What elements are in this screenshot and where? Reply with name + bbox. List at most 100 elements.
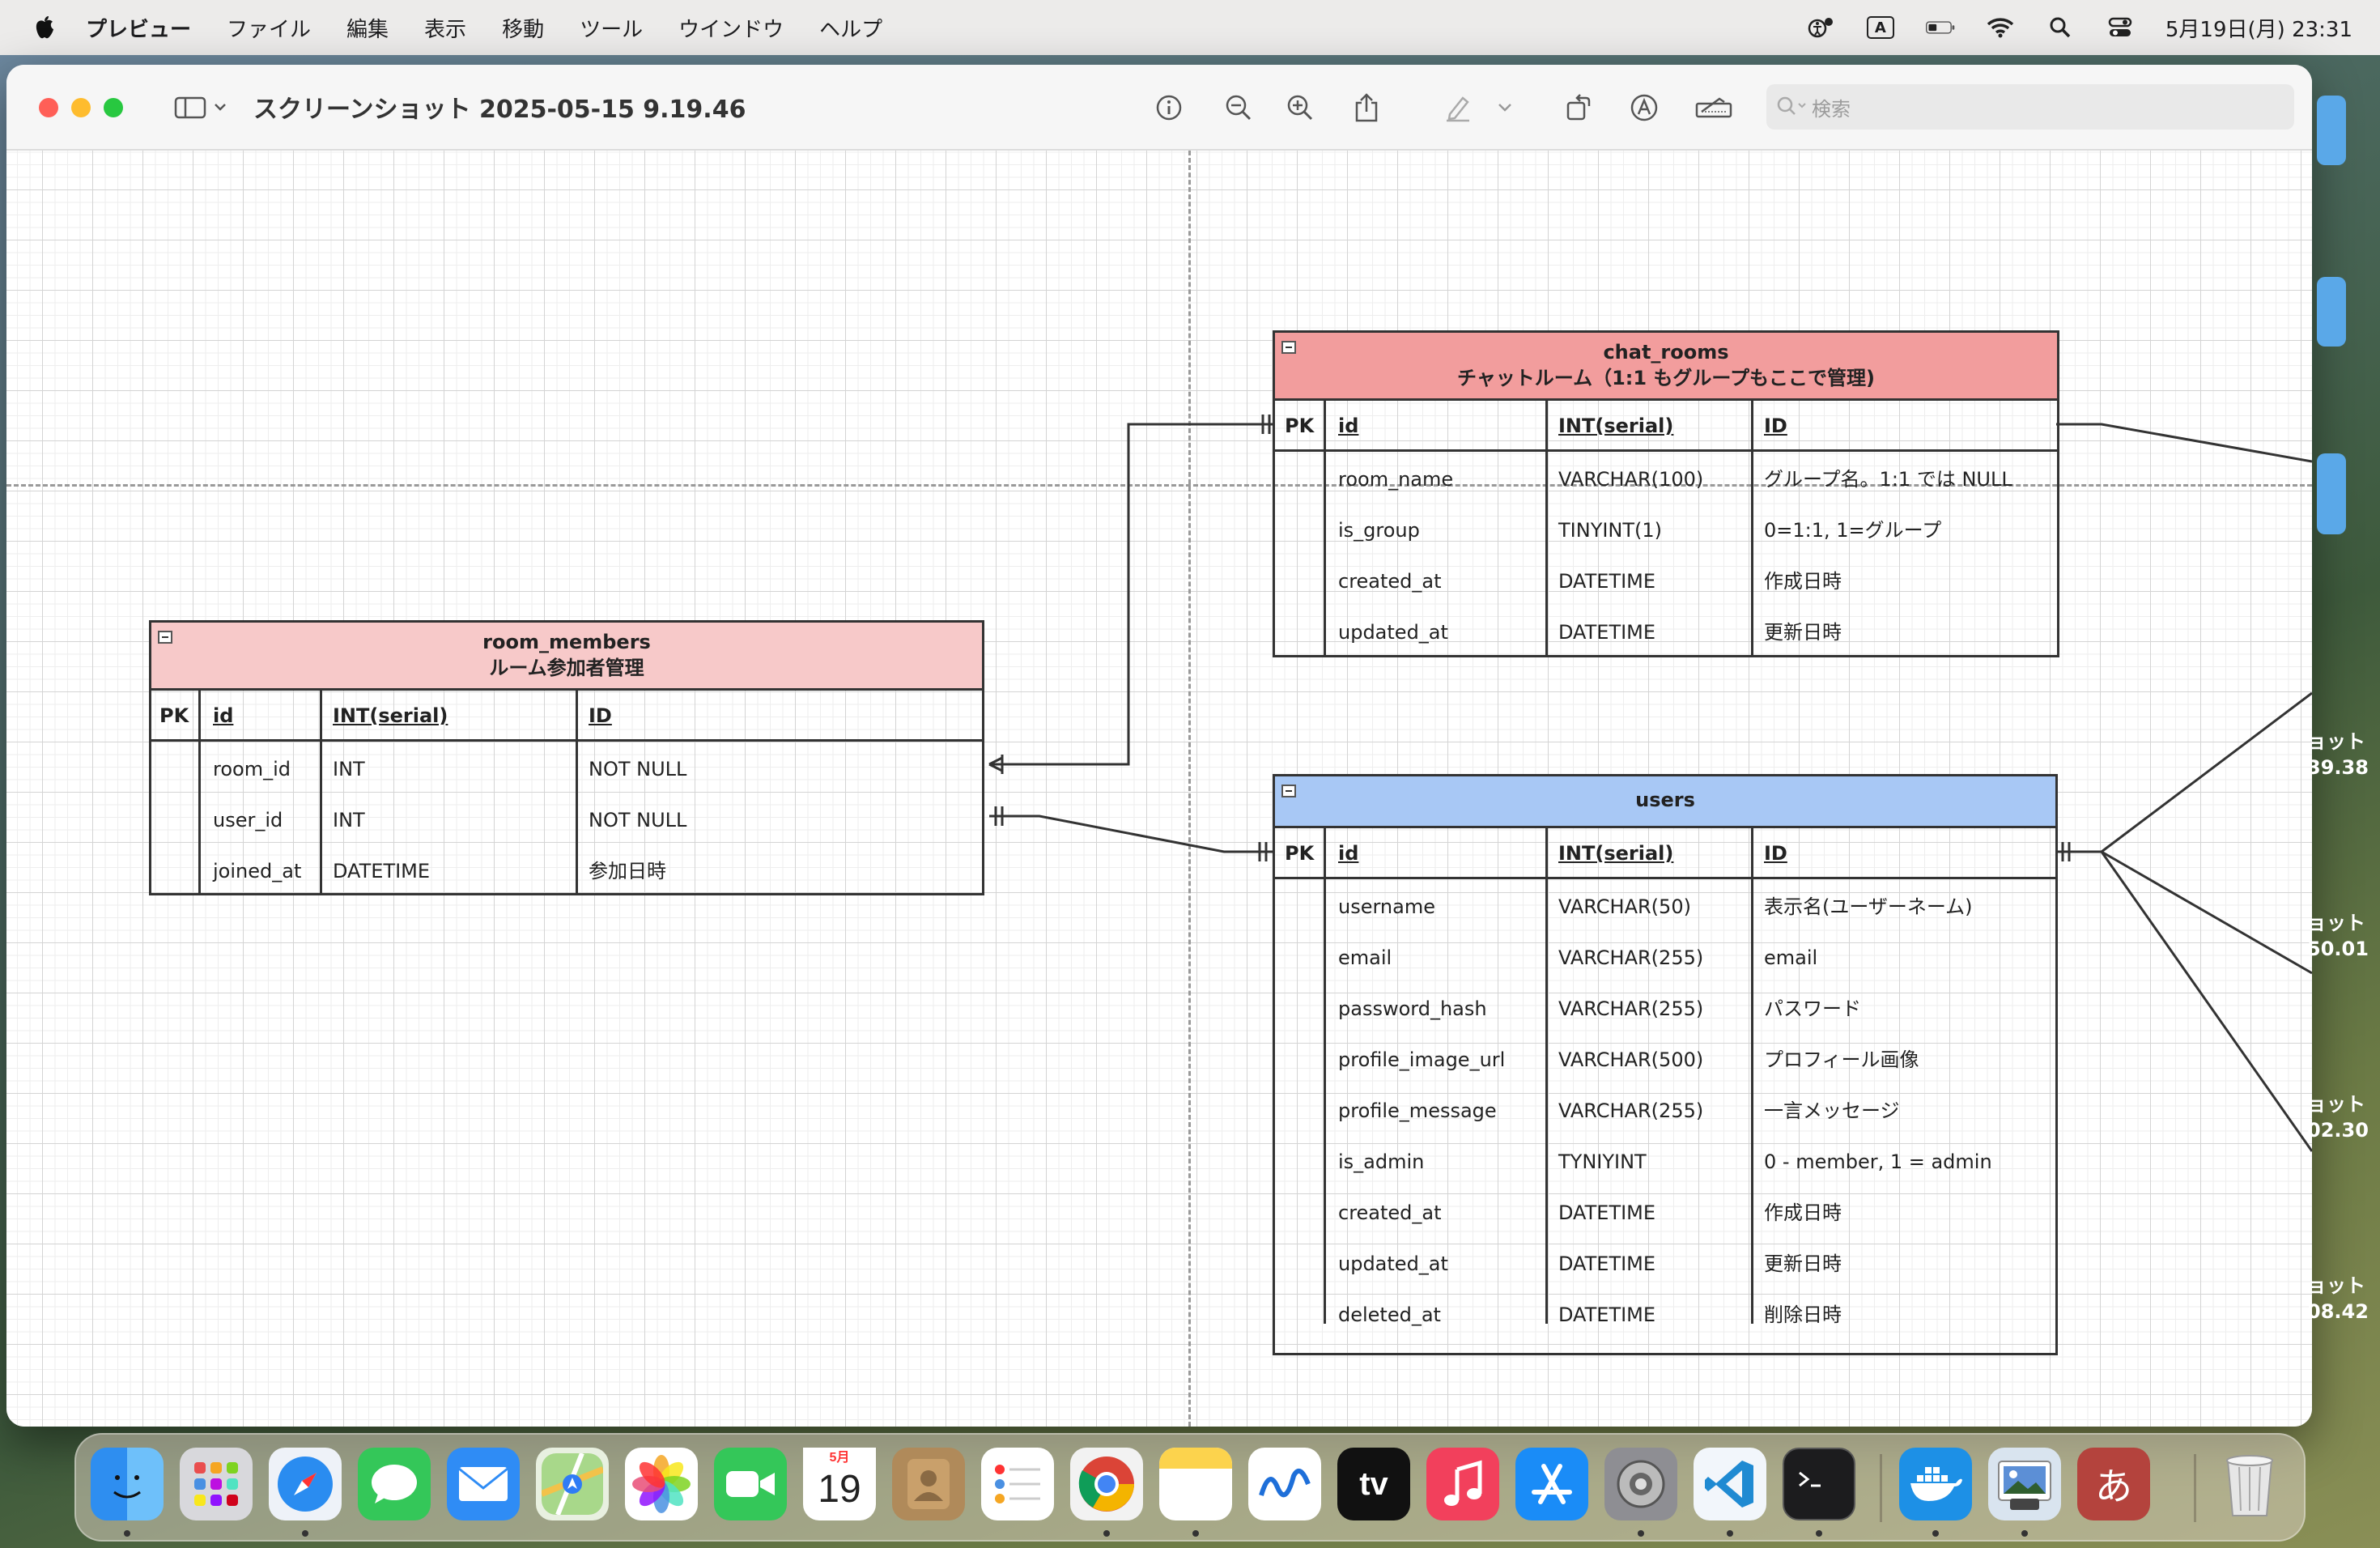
accessibility-icon[interactable]: [1806, 15, 1835, 40]
search-input[interactable]: 検索: [1766, 84, 2294, 130]
table-users[interactable]: users PK id INT(serial) ID username VARC…: [1273, 774, 2058, 1355]
control-center-icon[interactable]: [2106, 15, 2135, 40]
minimize-window-button[interactable]: [71, 98, 91, 117]
table-name: room_members: [482, 631, 651, 653]
field-type: VARCHAR(50): [1558, 895, 1691, 918]
menu-view[interactable]: 表示: [424, 17, 467, 42]
calendar-icon[interactable]: 5月 19: [803, 1448, 876, 1520]
docker-icon[interactable]: [1899, 1448, 1972, 1520]
music-icon[interactable]: [1426, 1448, 1499, 1520]
field-type: INT(serial): [333, 704, 448, 727]
input-mode-icon[interactable]: A: [1866, 15, 1895, 40]
field-note: 参加日時: [589, 860, 666, 882]
launchpad-icon[interactable]: [180, 1448, 253, 1520]
column-divider: [1324, 401, 1326, 655]
menu-app-name[interactable]: プレビュー: [86, 17, 192, 42]
field-note: 更新日時: [1764, 1252, 1842, 1275]
running-indicator: [1103, 1530, 1110, 1537]
vscode-icon[interactable]: [1694, 1448, 1766, 1520]
menu-clock[interactable]: 5月19日(月) 23:31: [2165, 17, 2352, 42]
table-row: room_name VARCHAR(100) グループ名。1:1 では NULL: [1275, 454, 2057, 505]
collapse-icon[interactable]: [1281, 341, 1296, 354]
zoom-window-button[interactable]: [104, 98, 123, 117]
photos-icon[interactable]: [625, 1448, 698, 1520]
apple-menu-icon[interactable]: [34, 15, 55, 40]
freeform-icon[interactable]: [1248, 1448, 1321, 1520]
notes-icon[interactable]: [1159, 1448, 1232, 1520]
contacts-icon[interactable]: [892, 1448, 965, 1520]
app-store-icon[interactable]: [1515, 1448, 1588, 1520]
rotate-icon[interactable]: [1558, 87, 1599, 128]
reminders-icon[interactable]: [981, 1448, 1054, 1520]
zoom-out-icon[interactable]: [1218, 87, 1259, 128]
table-chat-rooms[interactable]: chat_rooms チャットルーム（1:1 もグループもここで管理) PK i…: [1273, 330, 2059, 657]
menu-edit[interactable]: 編集: [346, 17, 389, 42]
facetime-icon[interactable]: [714, 1448, 787, 1520]
field-type: TINYINT(1): [1558, 519, 1663, 542]
preview-icon[interactable]: [1988, 1448, 2061, 1520]
table-row: room_id INT NOT NULL: [151, 744, 982, 795]
field-name: room_id: [213, 758, 291, 780]
info-icon[interactable]: [1149, 87, 1189, 128]
dock: 5月 19 tv あ: [74, 1433, 2306, 1542]
running-indicator: [302, 1530, 308, 1537]
desktop-file-thumbnail[interactable]: [2317, 96, 2346, 165]
menu-window[interactable]: ウインドウ: [678, 17, 784, 42]
highlight-pen-icon[interactable]: [1438, 87, 1478, 128]
collapse-icon[interactable]: [1281, 785, 1296, 797]
table-room-members[interactable]: room_members ルーム参加者管理 PK id INT(serial) …: [149, 620, 984, 895]
table-row: profile_image_url VARCHAR(500) プロフィール画像: [1275, 1035, 2055, 1086]
running-indicator: [124, 1530, 130, 1537]
table-row: email VARCHAR(255) email: [1275, 933, 2055, 984]
field-name: joined_at: [213, 860, 302, 882]
menu-go[interactable]: 移動: [502, 17, 545, 42]
relation-line-chatroom-right: [2056, 423, 2312, 463]
terminal-icon[interactable]: [1783, 1448, 1855, 1520]
battery-icon[interactable]: [1925, 15, 1955, 40]
messages-icon[interactable]: [358, 1448, 431, 1520]
relation-line-users-2: [2101, 850, 2312, 975]
field-type: VARCHAR(255): [1558, 1099, 1704, 1122]
mail-icon[interactable]: [447, 1448, 520, 1520]
close-window-button[interactable]: [39, 98, 58, 117]
spotlight-search-icon[interactable]: [2046, 15, 2075, 40]
apple-tv-icon[interactable]: tv: [1337, 1448, 1410, 1520]
menu-tools[interactable]: ツール: [580, 17, 644, 42]
chevron-down-icon[interactable]: [1493, 87, 1517, 128]
share-icon[interactable]: [1346, 87, 1387, 128]
table-row: is_admin TYNIYINT 0 - member, 1 = admin: [1275, 1137, 2055, 1188]
safari-icon[interactable]: [269, 1448, 342, 1520]
field-type: INT: [333, 809, 365, 831]
trash-icon[interactable]: [2213, 1448, 2286, 1520]
wifi-icon[interactable]: [1986, 15, 2015, 40]
field-note: 削除日時: [1764, 1303, 1842, 1326]
collapse-icon[interactable]: [158, 631, 172, 644]
menu-file[interactable]: ファイル: [227, 17, 312, 42]
markup-icon[interactable]: [1624, 87, 1664, 128]
japanese-ime-icon[interactable]: あ: [2077, 1448, 2150, 1520]
one-mandatory-icon: [1258, 842, 1268, 861]
column-divider: [1545, 401, 1548, 655]
maps-icon[interactable]: [536, 1448, 609, 1520]
form-fill-icon[interactable]: [1694, 87, 1734, 128]
zoom-in-icon[interactable]: [1280, 87, 1320, 128]
field-name: updated_at: [1338, 621, 1448, 644]
finder-icon[interactable]: [91, 1448, 164, 1520]
field-note: NOT NULL: [589, 809, 687, 831]
pk-label: PK: [1285, 842, 1315, 865]
document-canvas[interactable]: chat_rooms チャットルーム（1:1 もグループもここで管理) PK i…: [6, 151, 2312, 1427]
column-divider: [198, 691, 201, 893]
desktop-file-thumbnail[interactable]: [2317, 277, 2346, 347]
calendar-month: 5月: [803, 1448, 876, 1467]
system-settings-icon[interactable]: [1604, 1448, 1677, 1520]
field-name: is_admin: [1338, 1150, 1425, 1173]
menu-help[interactable]: ヘルプ: [819, 17, 883, 42]
search-placeholder: 検索: [1812, 97, 1851, 121]
chrome-icon[interactable]: [1070, 1448, 1143, 1520]
sidebar-toggle-button[interactable]: [165, 87, 238, 128]
desktop-file-thumbnail[interactable]: [2317, 453, 2346, 534]
